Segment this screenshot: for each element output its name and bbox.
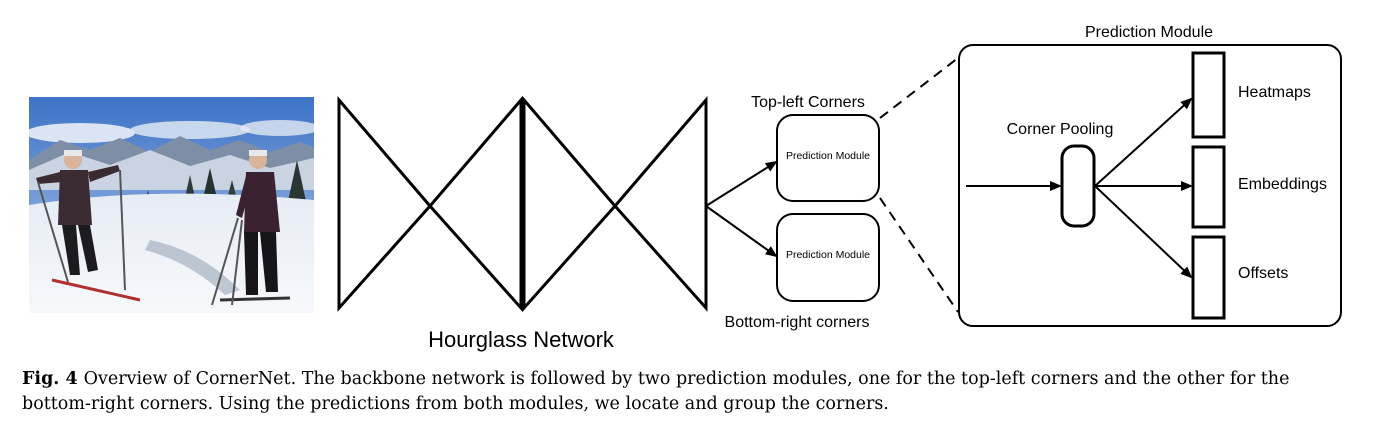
top-left-prediction-module bbox=[776, 114, 880, 202]
detail-module-title: Prediction Module bbox=[1085, 24, 1213, 41]
bottom-right-prediction-module bbox=[776, 213, 880, 302]
offsets-label: Offsets bbox=[1238, 265, 1288, 282]
corner-pooling-block bbox=[1060, 144, 1096, 228]
figure-number: Fig. 4 bbox=[22, 369, 78, 389]
heatmaps-label: Heatmaps bbox=[1238, 84, 1311, 101]
input-photo bbox=[29, 97, 314, 313]
bottom-right-corners-label: Bottom-right corners bbox=[725, 314, 870, 331]
heatmaps-block bbox=[1191, 51, 1226, 139]
offsets-block bbox=[1191, 235, 1226, 320]
zoom-line-bottom bbox=[879, 197, 959, 313]
hourglass-module-1 bbox=[337, 95, 523, 312]
embeddings-block bbox=[1191, 145, 1226, 229]
hourglass-network bbox=[337, 95, 708, 312]
embeddings-label: Embeddings bbox=[1238, 176, 1327, 193]
arrow-to-bottom-right-module bbox=[705, 205, 778, 258]
caption-text: Overview of CornerNet. The backbone netw… bbox=[22, 369, 1290, 414]
detail-prediction-module bbox=[958, 44, 1342, 327]
bottom-right-prediction-module-label: Prediction Module bbox=[786, 249, 870, 261]
arrow-to-heatmaps bbox=[1094, 97, 1193, 187]
hourglass-label: Hourglass Network bbox=[428, 327, 615, 352]
arrow-to-top-left-module bbox=[705, 160, 778, 207]
zoom-line-top bbox=[879, 57, 959, 119]
top-left-corners-label: Top-left Corners bbox=[751, 94, 865, 111]
arrow-to-offsets bbox=[1094, 185, 1193, 279]
top-left-prediction-module-label: Prediction Module bbox=[786, 150, 870, 162]
hourglass-module-2 bbox=[522, 95, 708, 312]
corner-pooling-label: Corner Pooling bbox=[1007, 121, 1114, 138]
